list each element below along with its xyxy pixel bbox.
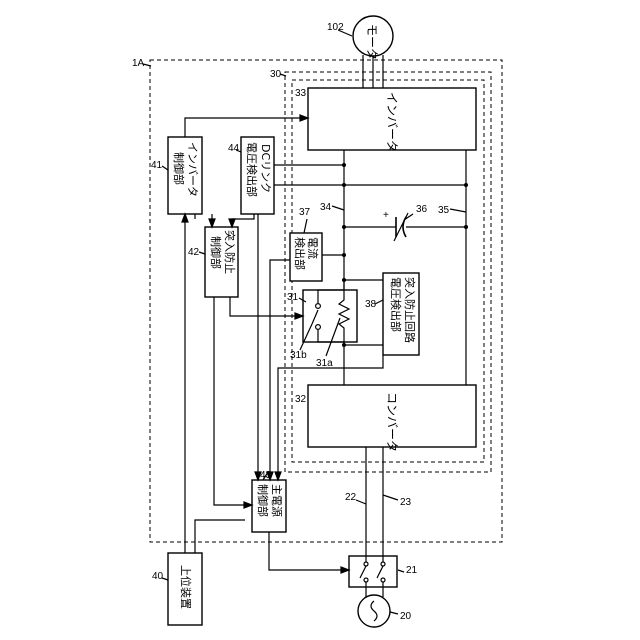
inrush-voltage-detector-label-1: 突入防止回路 [403, 277, 417, 343]
main-power-control-label-1: 主電源 [270, 484, 284, 517]
ref-21: 21 [406, 565, 418, 576]
ref-40: 40 [152, 571, 164, 582]
inrush-control-label-2: 制御部 [209, 236, 223, 269]
ref-31a: 31a [316, 358, 333, 369]
ref-34: 34 [320, 202, 332, 213]
ref-36: 36 [416, 204, 428, 215]
ref-44: 44 [228, 143, 240, 154]
main-power-control-label-2: 制御部 [256, 484, 270, 517]
ref-22: 22 [345, 492, 357, 503]
ref-31b: 31b [290, 350, 307, 361]
current-detector-label-2: 検出部 [293, 237, 307, 270]
inverter-label: インバータ [385, 92, 399, 152]
converter-label: コンバータ [385, 392, 399, 452]
ref-37: 37 [299, 207, 311, 218]
current-detector-label-1: 電流 [306, 237, 320, 259]
plus-sign: + [383, 210, 389, 221]
ref-42: 42 [188, 247, 200, 258]
host-device-label: 上位装置 [179, 565, 193, 609]
ref-33: 33 [295, 88, 307, 99]
motor-label: モータ [365, 24, 379, 60]
inverter-control-label-1: インバータ [186, 142, 199, 197]
dc-link-detector-label-2: 電圧検出部 [245, 142, 259, 197]
ref-31: 31 [287, 292, 299, 303]
inverter-control-label-2: 制御部 [172, 152, 186, 185]
ref-41: 41 [151, 160, 163, 171]
ref-23: 23 [400, 497, 412, 508]
ref-38: 38 [365, 299, 377, 310]
inrush-control-label-1: 突入防止 [223, 230, 237, 274]
ref-35: 35 [438, 205, 450, 216]
ref-20: 20 [400, 611, 412, 622]
inrush-voltage-detector-label-2: 電圧検出部 [389, 277, 403, 332]
ref-32: 32 [295, 394, 307, 405]
breaker-box [349, 556, 397, 587]
inrush-circuit-box [303, 290, 357, 342]
dc-link-detector-label-1: DCリンク [259, 144, 272, 193]
ref-1a: 1A [132, 58, 145, 69]
ref-30: 30 [270, 69, 282, 80]
